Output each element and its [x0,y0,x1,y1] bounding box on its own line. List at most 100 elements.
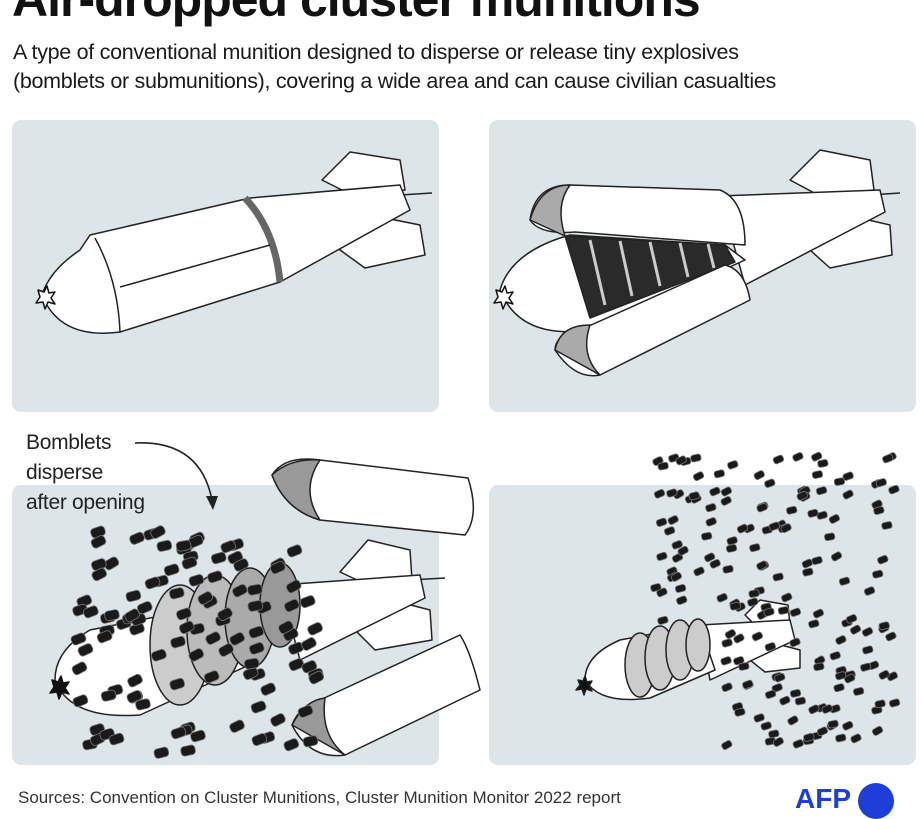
bomblet [863,586,876,596]
bomblet [220,540,237,554]
bomblet [811,556,823,566]
bomblet [720,656,732,666]
bomblet [753,470,765,480]
bomblet [789,637,801,648]
submunition-stack [564,235,736,319]
bomblet [677,545,689,556]
bomblet [738,662,750,671]
bomblet [756,560,768,571]
bomblet [789,689,802,698]
bomblet [71,661,88,676]
bomblet [178,620,195,634]
bomblet [144,576,161,590]
bomblet [736,523,749,534]
bomb-body [41,184,411,334]
bomblet [835,635,847,645]
bomblet [657,461,669,471]
bomblet [796,491,808,501]
bomblet [872,569,884,579]
bomblet [690,453,702,463]
annotation-bomblets: Bomblets disperse after opening [26,428,145,518]
bomblet [724,629,737,639]
bomblet [807,508,819,518]
bomblet [229,719,245,733]
bomblet [83,605,99,619]
bomblet [734,707,746,717]
bomblet [716,593,728,603]
bomblet [197,591,214,605]
bomblet [135,698,151,711]
bomblet [833,683,845,693]
bomblet [842,720,854,731]
bomblet [104,609,120,622]
bomblet [205,631,221,645]
bomblet [771,683,783,693]
bomblet [232,583,248,598]
bomblet [299,595,316,609]
bomblet [881,521,893,530]
bomblet [203,670,220,684]
bomblet [90,535,107,549]
bomblet [862,645,874,655]
bomblet [777,606,790,615]
bomblet [816,510,828,520]
bomblet [77,643,94,657]
bomblet [286,544,303,558]
bomblet [747,597,759,607]
bomblet [170,726,187,740]
bomblet [721,682,733,692]
illustrations [35,149,901,759]
bomblet [188,648,205,662]
bomblet [674,584,687,593]
bomblet [821,704,833,714]
bomblet [802,567,814,577]
bomblet [727,460,739,470]
bomblet [742,679,754,690]
bomblet [845,614,858,624]
bomblet [655,517,668,527]
bomblet [808,704,820,715]
bomblet [779,695,791,706]
bomblet [842,489,854,500]
bomblet [878,621,890,631]
bomblet [817,459,829,468]
bomblet [308,670,325,685]
bomblet [753,713,765,723]
bomblet [811,451,823,462]
bomblet [100,689,117,702]
bomblet [168,587,185,600]
bomblet [666,488,678,498]
bomb-scattered [575,599,801,701]
bomblet [188,574,205,587]
bomblet [763,607,775,617]
bomblet [247,583,263,596]
bomblet [125,589,142,603]
subtitle-line-1: A type of conventional munition designed… [13,40,739,64]
bomblet [656,551,668,561]
bomblet [260,682,276,696]
bomblet [838,576,851,586]
bomblet [251,733,268,746]
bomblet [844,673,856,684]
bomblet [860,662,872,672]
bomblet [248,625,265,639]
bomblet [792,739,804,749]
bomblet [813,662,825,672]
bomblet [701,531,713,541]
bomblet [877,554,889,565]
bomblet [768,521,780,531]
annotation-arrow [134,442,213,501]
bomblet [721,740,733,750]
bomblet [126,690,143,704]
bomblet [180,744,196,757]
bomblet [671,540,683,550]
bomblet [764,478,776,488]
bomblet [247,600,264,612]
bomblet [852,687,865,696]
bomblet [780,523,792,534]
bomblet [849,624,862,635]
bomblet [307,622,323,636]
bomblet [726,536,738,546]
bomblet [722,564,734,574]
bomblet [129,531,145,545]
